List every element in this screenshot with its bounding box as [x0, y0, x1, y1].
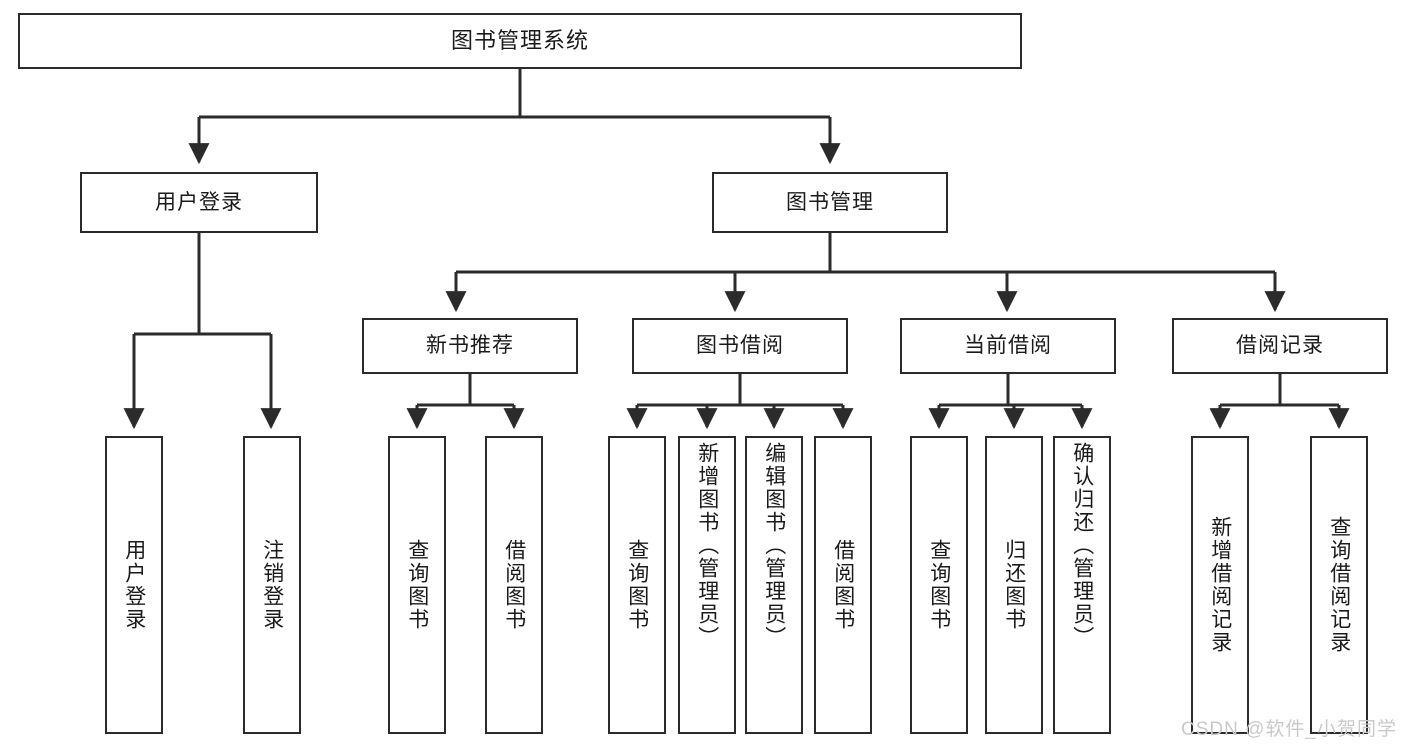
leaf-book-borrow-query[interactable]: 查询图书	[608, 436, 666, 734]
node-label: 当前借阅	[964, 334, 1052, 358]
node-label: 归还图书	[1002, 539, 1026, 631]
node-user-login[interactable]: 用户登录	[80, 172, 318, 233]
node-label: 查询图书	[625, 539, 649, 631]
node-book-borrow[interactable]: 图书借阅	[632, 318, 848, 374]
node-label: 注销登录	[260, 539, 284, 631]
node-label: 图书管理系统	[450, 27, 589, 53]
leaf-current-borrow-confirm-return[interactable]: 确认归还（管理员）	[1053, 436, 1111, 734]
leaf-book-borrow-borrow[interactable]: 借阅图书	[814, 436, 872, 734]
node-label: 查询图书	[927, 539, 951, 631]
leaf-new-book-query[interactable]: 查询图书	[388, 436, 446, 734]
node-current-borrow[interactable]: 当前借阅	[900, 318, 1116, 374]
node-root-system[interactable]: 图书管理系统	[18, 13, 1022, 69]
node-new-book-recommend[interactable]: 新书推荐	[362, 318, 578, 374]
node-label: 查询借阅记录	[1327, 516, 1351, 654]
csdn-watermark: CSDN @软件_小贺同学	[1181, 719, 1397, 740]
node-label: 新书推荐	[426, 334, 514, 358]
node-label: 编辑图书（管理员）	[762, 442, 786, 649]
leaf-current-borrow-query[interactable]: 查询图书	[910, 436, 968, 734]
node-label: 图书借阅	[696, 334, 784, 358]
node-label: 借阅图书	[502, 539, 526, 631]
node-label: 用户登录	[155, 190, 243, 214]
node-label: 查询图书	[405, 539, 429, 631]
node-label: 用户登录	[122, 539, 146, 631]
leaf-current-borrow-return[interactable]: 归还图书	[985, 436, 1043, 734]
node-label: 图书管理	[786, 190, 874, 214]
leaf-new-book-borrow[interactable]: 借阅图书	[485, 436, 543, 734]
node-book-management[interactable]: 图书管理	[712, 172, 948, 233]
leaf-borrow-record-query[interactable]: 查询借阅记录	[1310, 436, 1368, 734]
node-label: 确认归还（管理员）	[1070, 442, 1094, 649]
leaf-user-login-login[interactable]: 用户登录	[105, 436, 163, 734]
leaf-book-borrow-add[interactable]: 新增图书（管理员）	[678, 436, 736, 734]
node-label: 借阅图书	[831, 539, 855, 631]
leaf-borrow-record-add[interactable]: 新增借阅记录	[1191, 436, 1249, 734]
leaf-book-borrow-edit[interactable]: 编辑图书（管理员）	[745, 436, 803, 734]
node-label: 借阅记录	[1236, 334, 1324, 358]
node-label: 新增借阅记录	[1208, 516, 1232, 654]
node-label: 新增图书（管理员）	[695, 442, 719, 649]
leaf-user-login-logout[interactable]: 注销登录	[243, 436, 301, 734]
node-borrow-record[interactable]: 借阅记录	[1172, 318, 1388, 374]
